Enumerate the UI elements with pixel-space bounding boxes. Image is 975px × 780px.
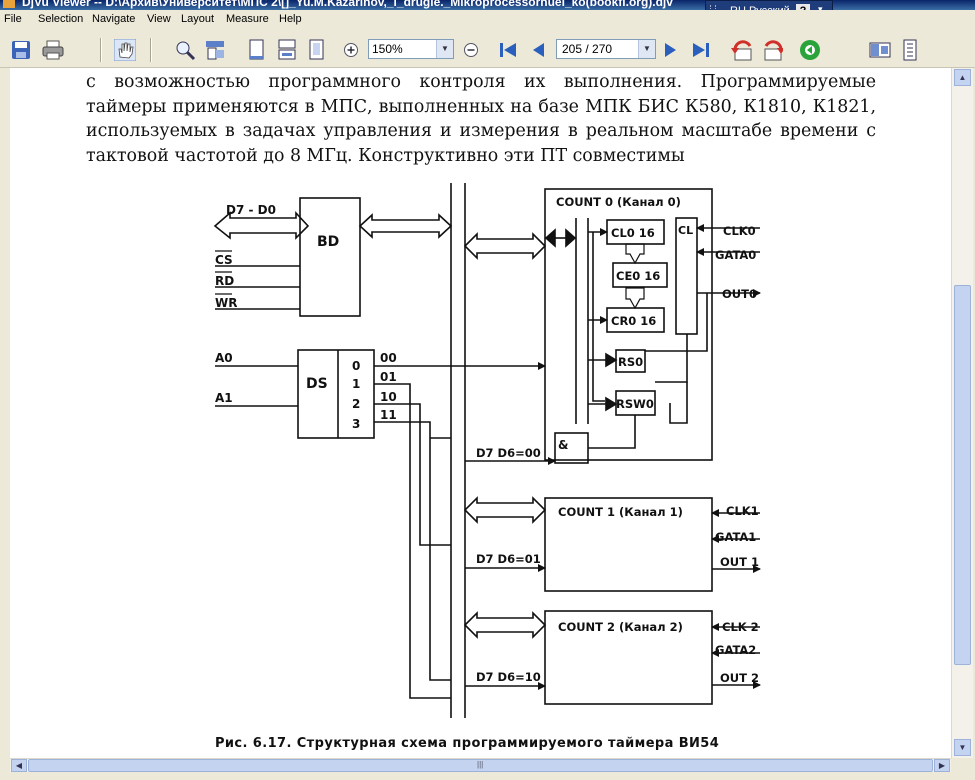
scroll-left-icon[interactable]: ◀ [11, 759, 27, 772]
single-page-icon[interactable] [246, 39, 268, 61]
cl-label: CL [678, 224, 693, 237]
cro16-label: CR0 16 [611, 314, 656, 328]
d7d6-10-label: D7 D6=10 [476, 670, 541, 684]
ds-output-0: 0 [352, 359, 360, 373]
menu-layout[interactable]: Layout [181, 13, 215, 25]
menu-measure[interactable]: Measure [226, 13, 269, 25]
d7d6-00-label: D7 D6=00 [476, 446, 541, 460]
gata1-label: GATA1 [715, 530, 756, 544]
timer-block-diagram: D7 - D0 BD CS RD WR A0 A1 DS 0 1 2 3 00 … [213, 183, 761, 718]
label-wr: WR [215, 296, 237, 310]
ds-output-1: 1 [352, 377, 360, 391]
menu-file[interactable]: File [4, 13, 22, 25]
last-page-icon[interactable] [690, 39, 712, 61]
zoom-in-icon[interactable] [340, 39, 362, 61]
vertical-scrollbar[interactable]: ▲ ▼ [951, 68, 973, 758]
clo16-label: CL0 16 [611, 226, 655, 240]
facing-pages-icon[interactable] [306, 39, 328, 61]
horizontal-scroll-thumb[interactable] [28, 759, 933, 772]
chevron-down-icon[interactable]: ▾ [818, 4, 823, 14]
d7d6-01-label: D7 D6=01 [476, 552, 541, 566]
print-icon[interactable] [42, 39, 64, 61]
menu-selection[interactable]: Selection [38, 13, 84, 25]
ds-output-2: 2 [352, 397, 360, 411]
first-page-icon[interactable] [497, 39, 519, 61]
scroll-up-icon[interactable]: ▲ [954, 69, 971, 86]
label-ds: DS [306, 376, 328, 392]
continuous-page-icon[interactable] [276, 39, 298, 61]
label-bd: BD [317, 234, 339, 250]
ds-code-11: 11 [380, 408, 397, 422]
label-rd: RD [215, 274, 234, 288]
zoom-value[interactable]: 150% [372, 42, 403, 56]
ds-code-00: 00 [380, 351, 397, 365]
previous-page-icon[interactable] [527, 39, 549, 61]
scroll-right-icon[interactable]: ▶ [934, 759, 950, 772]
zoom-dropdown-icon[interactable]: ▼ [436, 40, 453, 58]
zoom-select-icon[interactable] [174, 39, 196, 61]
out1-label: OUT 1 [720, 555, 759, 569]
zoom-out-icon[interactable] [460, 39, 482, 61]
save-icon[interactable] [10, 39, 32, 61]
window-title: DjVu Viewer -- D:\Архив\Университет\МПС … [22, 0, 673, 9]
gata2-label: GATA2 [715, 643, 756, 657]
thumbnails-icon[interactable] [869, 39, 891, 61]
page-paragraph: с возможностью программного контроля их … [86, 72, 876, 166]
page-number-value[interactable]: 205 / 270 [562, 42, 613, 56]
rso-label: RS0 [618, 355, 643, 369]
scroll-down-icon[interactable]: ▼ [954, 739, 971, 756]
ds-code-01: 01 [380, 370, 397, 384]
label-d7-d0: D7 - D0 [226, 203, 276, 217]
clk1-label: CLK1 [726, 504, 759, 518]
next-page-icon[interactable] [660, 39, 682, 61]
ds-output-3: 3 [352, 417, 360, 431]
page-dropdown-icon[interactable]: ▼ [638, 40, 655, 58]
window-title-bar[interactable]: DjVu Viewer -- D:\Архив\Университет\МПС … [0, 0, 975, 10]
label-a0: A0 [215, 351, 233, 365]
count2-label: COUNT 2 (Канал 2) [558, 620, 683, 634]
menu-bar: File Selection Navigate View Layout Meas… [0, 10, 975, 28]
rswo-label: RSW0 [616, 397, 654, 411]
ds-code-10: 10 [380, 390, 397, 404]
forward-icon[interactable] [761, 39, 783, 61]
document-view[interactable]: с возможностью программного контроля их … [10, 68, 951, 758]
count1-label: COUNT 1 (Канал 1) [558, 505, 683, 519]
menu-help[interactable]: Help [279, 13, 302, 25]
toolbar: 150% ▼ 205 / 270 ▼ [0, 30, 975, 68]
outline-icon[interactable] [899, 39, 921, 61]
clk0-label: CLK0 [723, 224, 756, 238]
go-icon[interactable] [799, 39, 821, 61]
page-number-combo[interactable]: 205 / 270 ▼ [556, 39, 656, 59]
back-icon[interactable] [731, 39, 753, 61]
gata0-label: GATA0 [715, 248, 756, 262]
out0-label: OUT0 [722, 287, 757, 301]
label-a1: A1 [215, 391, 233, 405]
menu-navigate[interactable]: Navigate [92, 13, 136, 25]
hand-tool-icon[interactable] [114, 39, 136, 61]
count0-label: COUNT 0 (Канал 0) [556, 195, 681, 209]
figure-caption: Рис. 6.17. Структурная схема программиру… [215, 736, 720, 751]
app-icon [3, 0, 15, 8]
horizontal-scrollbar[interactable]: ◀ ||| ▶ [10, 758, 951, 772]
clk2-label: CLK 2 [722, 620, 759, 634]
vertical-scroll-thumb[interactable] [954, 285, 971, 665]
out2-label: OUT 2 [720, 671, 759, 685]
label-cs: CS [215, 253, 233, 267]
and-gate-label: & [558, 438, 568, 452]
menu-view[interactable]: View [147, 13, 171, 25]
scroll-grip-icon: ||| [477, 760, 484, 769]
zoom-combo[interactable]: 150% ▼ [368, 39, 454, 59]
zoom-fit-icon[interactable] [204, 39, 226, 61]
ceo16-label: CE0 16 [616, 269, 660, 283]
